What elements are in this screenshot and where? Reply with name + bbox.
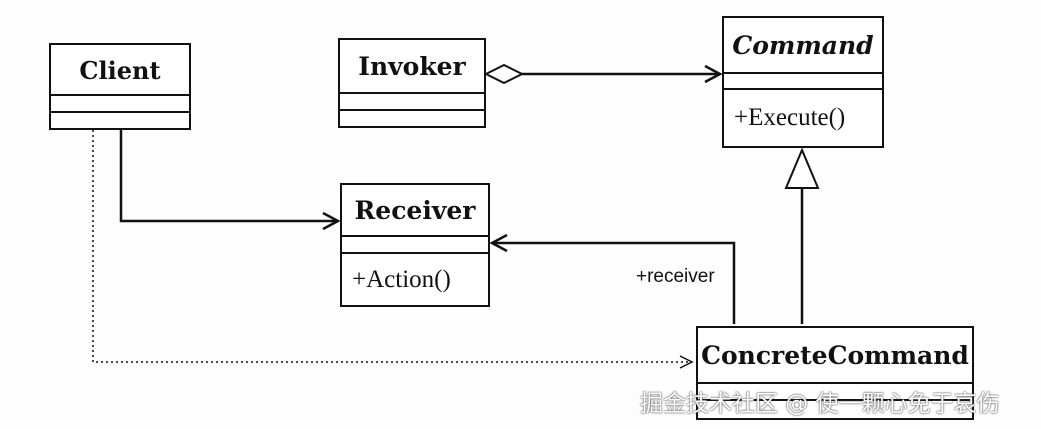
generalization-triangle [784, 147, 820, 189]
client-attributes [51, 96, 189, 113]
client-receiver-arrowhead [322, 211, 341, 231]
receiver-attributes [342, 237, 488, 254]
command-execute-operation: +Execute() [734, 104, 846, 131]
concrete-receiver-line [492, 241, 736, 324]
concrete-command-attributes [698, 384, 972, 401]
client-class: Client [49, 43, 191, 130]
receiver-role-label: +receiver [636, 266, 715, 287]
command-class-name: Command [724, 18, 882, 74]
client-operations [51, 113, 189, 130]
command-class: Command +Execute() [722, 16, 884, 148]
invoker-operations [340, 111, 484, 128]
concrete-receiver-arrowhead [489, 233, 508, 253]
invoker-class: Invoker [338, 38, 486, 128]
receiver-action-operation: +Action() [352, 266, 451, 293]
receiver-class-name: Receiver [342, 185, 488, 237]
receiver-class: Receiver +Action() [340, 183, 490, 307]
invoker-class-name: Invoker [340, 40, 484, 94]
client-receiver-line [119, 130, 338, 223]
client-concrete-dependency [92, 130, 692, 363]
invoker-command-arrowhead [704, 64, 723, 84]
invoker-attributes [340, 94, 484, 111]
concrete-command-class: ConcreteCommand [696, 326, 974, 420]
command-attributes [724, 74, 882, 90]
aggregation-diamond [483, 63, 525, 85]
watermark: 掘金技术社区 @ 使一颗心免于哀伤 [640, 391, 1000, 417]
client-class-name: Client [51, 45, 189, 96]
client-concrete-arrowhead [679, 355, 694, 369]
concrete-command-class-name: ConcreteCommand [698, 328, 972, 384]
